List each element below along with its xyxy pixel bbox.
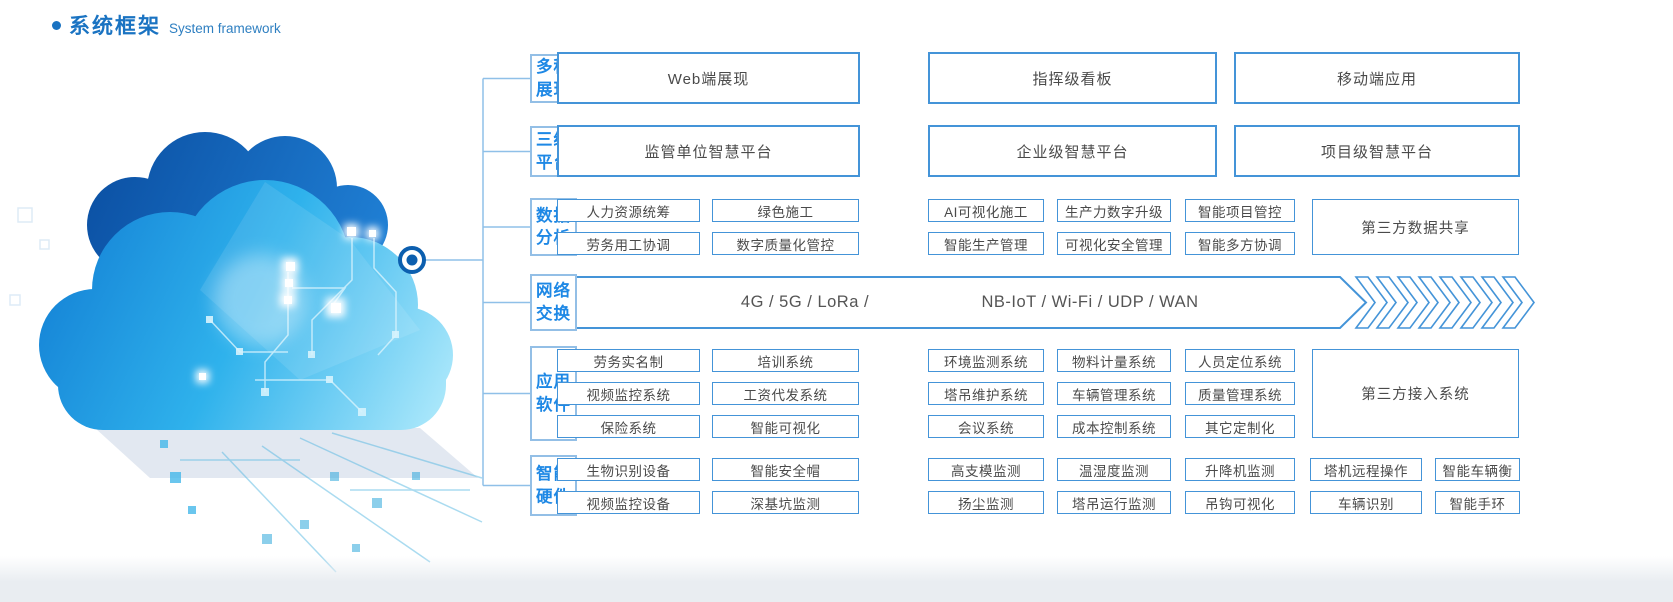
diagram-box: 深基坑监测 (712, 491, 859, 514)
diagram-box: 劳务实名制 (557, 349, 700, 372)
category-label: 网络 (536, 282, 571, 301)
diagram-box: AI可视化施工 (928, 199, 1044, 222)
diagram-box: 绿色施工 (712, 199, 859, 222)
diagram-box: 第三方接入系统 (1312, 349, 1519, 438)
diagram-box: 升降机监测 (1185, 458, 1295, 481)
diagram-box: 成本控制系统 (1057, 415, 1171, 438)
diagram-box: 智能安全帽 (712, 458, 859, 481)
diagram-box: 车辆管理系统 (1057, 382, 1171, 405)
diagram-box: 指挥级看板 (928, 52, 1217, 104)
diagram-box: 扬尘监测 (928, 491, 1044, 514)
diagram-box: 会议系统 (928, 415, 1044, 438)
diagram-box: 生物识别设备 (557, 458, 700, 481)
diagram-box: 人员定位系统 (1185, 349, 1295, 372)
category-network: 网络 交换 (530, 274, 577, 331)
diagram-box: 其它定制化 (1185, 415, 1295, 438)
diagram-box: 可视化安全管理 (1057, 232, 1171, 255)
diagram-box: 塔机远程操作 (1310, 458, 1422, 481)
diagram-box: 视频监控系统 (557, 382, 700, 405)
diagram-box: 人力资源统筹 (557, 199, 700, 222)
title-en: System framework (169, 21, 281, 36)
diagram-box: 塔吊运行监测 (1057, 491, 1171, 514)
diagram-box: 劳务用工协调 (557, 232, 700, 255)
diagram-box: 智能项目管控 (1185, 199, 1295, 222)
network-protocols-left: 4G / 5G / LoRa / (740, 293, 870, 311)
diagram-box: 质量管理系统 (1185, 382, 1295, 405)
diagram-box: 高支模监测 (928, 458, 1044, 481)
diagram-box: 生产力数字升级 (1057, 199, 1171, 222)
diagram-box: 培训系统 (712, 349, 859, 372)
diagram-box: 第三方数据共享 (1312, 199, 1519, 255)
diagram-box: 保险系统 (557, 415, 700, 438)
diagram-box: 智能手环 (1435, 491, 1520, 514)
diagram-box: 温湿度监测 (1057, 458, 1171, 481)
circuit-cloud-illustration (9, 132, 483, 573)
diagram-box: 智能生产管理 (928, 232, 1044, 255)
diagram-box: 智能多方协调 (1185, 232, 1295, 255)
floor-strip (0, 582, 1673, 602)
diagram-box: 视频监控设备 (557, 491, 700, 514)
diagram-box: 企业级智慧平台 (928, 125, 1217, 177)
page-title: 系统框架 System framework (52, 10, 281, 40)
diagram-box: 数字质量化管控 (712, 232, 859, 255)
diagram-box: 移动端应用 (1234, 52, 1520, 104)
title-zh: 系统框架 (69, 15, 161, 38)
diagram-box: 吊钩可视化 (1185, 491, 1295, 514)
diagram-box: 智能可视化 (712, 415, 859, 438)
diagram-box: 智能车辆衡 (1435, 458, 1520, 481)
category-label: 交换 (536, 304, 571, 323)
bullet-icon (52, 20, 61, 30)
diagram-box: 监管单位智慧平台 (557, 125, 860, 177)
network-protocols-right: NB-IoT / Wi-Fi / UDP / WAN (981, 293, 1199, 311)
diagram-box: 车辆识别 (1310, 491, 1422, 514)
diagram-box: 塔吊维护系统 (928, 382, 1044, 405)
diagram-box: Web端展现 (557, 52, 860, 104)
diagram-box: 物料计量系统 (1057, 349, 1171, 372)
ring-dot-icon (398, 246, 426, 274)
diagram-box: 环境监测系统 (928, 349, 1044, 372)
floor-gradient (0, 556, 1673, 582)
chevron-arrows-icon (1354, 276, 1535, 329)
diagram-box: 项目级智慧平台 (1234, 125, 1520, 177)
diagram-box: 工资代发系统 (712, 382, 859, 405)
